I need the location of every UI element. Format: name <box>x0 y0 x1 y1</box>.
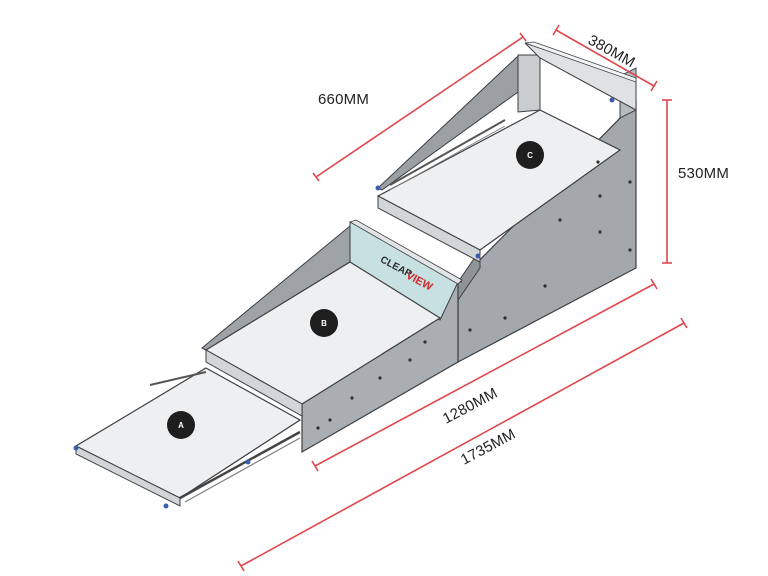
svg-text:A: A <box>178 421 184 430</box>
marker-b: B <box>310 309 338 337</box>
svg-text:B: B <box>321 319 327 328</box>
marker-c: C <box>516 141 544 169</box>
dim-label-tray-depth: 660MM <box>318 91 369 108</box>
dim-line-extended-length <box>237 317 688 572</box>
dim-line-height <box>662 99 672 264</box>
marker-a: A <box>167 411 195 439</box>
dim-line-width <box>552 24 658 92</box>
dim-label-height: 530MM <box>678 165 729 182</box>
dim-label-closed-length: 1280MM <box>440 385 501 428</box>
svg-text:C: C <box>527 151 533 160</box>
dim-line-tray-depth <box>312 32 527 182</box>
dim-line-closed-length <box>311 278 658 472</box>
dimension-lines <box>237 24 688 572</box>
rear-cabinet <box>376 41 637 363</box>
dim-label-extended-length: 1735MM <box>458 426 519 469</box>
drawer-system-illustration: CLEAR VIEW A B C <box>73 41 637 509</box>
